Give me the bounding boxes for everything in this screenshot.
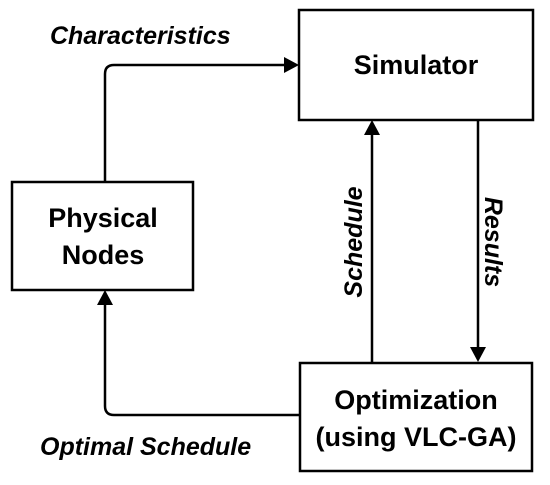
results-edge: Results <box>470 120 507 362</box>
schedule-arrowhead <box>364 120 380 135</box>
results-label: Results <box>479 197 507 287</box>
schedule-edge: Schedule <box>340 120 380 363</box>
optimal-schedule-label: Optimal Schedule <box>40 433 251 461</box>
optimal-schedule-edge: Optimal Schedule <box>40 290 300 461</box>
physical-nodes-label-line1: Physical <box>48 203 158 233</box>
simulator-node: Simulator <box>297 8 535 122</box>
schedule-label: Schedule <box>340 186 368 297</box>
characteristics-edge: Characteristics <box>50 22 299 182</box>
simulator-label: Simulator <box>354 50 479 80</box>
physical-nodes-box <box>10 180 195 292</box>
characteristics-connector <box>103 63 287 182</box>
results-arrowhead <box>470 347 486 362</box>
physical-nodes-node: Physical Nodes <box>10 180 195 292</box>
optimization-node: Optimization (using VLC-GA) <box>298 361 534 473</box>
physical-nodes-label-line2: Nodes <box>62 240 145 270</box>
optimal-schedule-connector <box>103 302 300 417</box>
characteristics-label: Characteristics <box>50 22 231 50</box>
optimization-label-line2: (using VLC-GA) <box>316 422 517 452</box>
characteristics-arrowhead <box>284 57 299 73</box>
simulator-box <box>297 8 535 122</box>
optimization-label-line1: Optimization <box>334 385 498 415</box>
optimal-schedule-arrowhead <box>97 290 113 305</box>
optimization-box <box>298 361 534 473</box>
